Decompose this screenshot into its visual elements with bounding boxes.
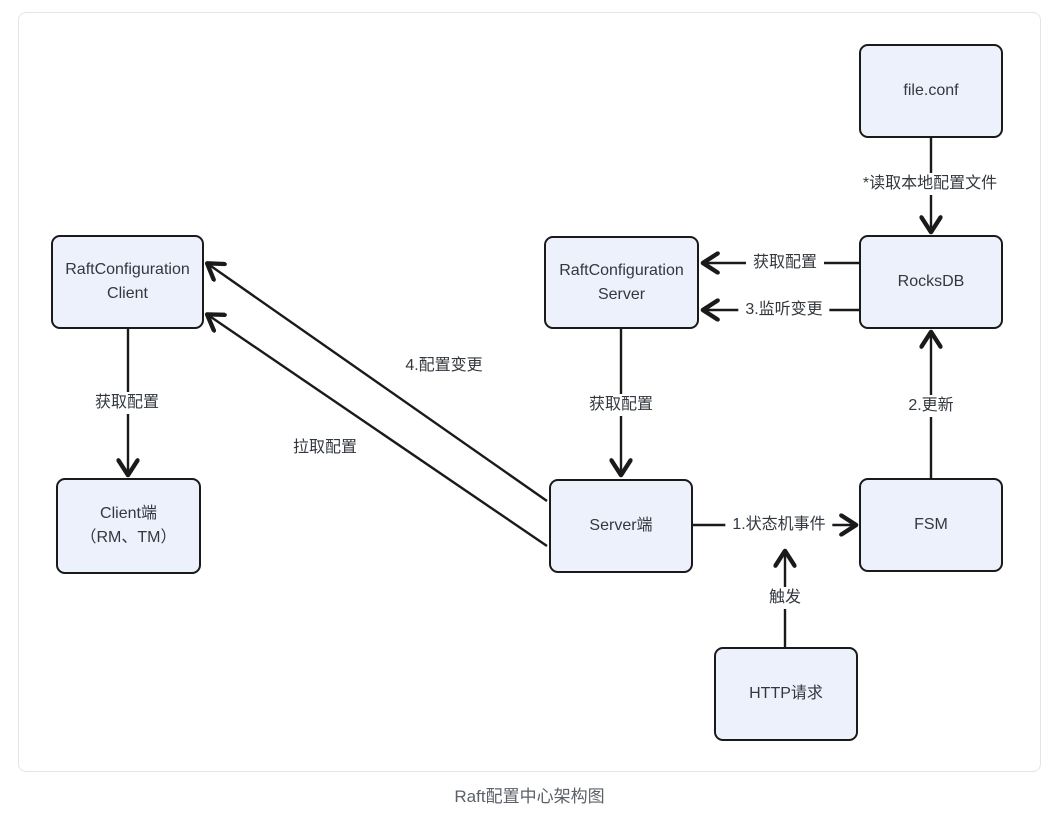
node-client-side: Client端 （RM、TM）	[56, 478, 201, 574]
arrow-serverside-to-raftclient-pull	[208, 315, 548, 547]
node-rocksdb-label: RocksDB	[897, 273, 965, 290]
diagram-caption: Raft配置中心架构图	[454, 787, 605, 806]
edge-label-trigger: 触发	[761, 587, 809, 609]
node-http-request-label: HTTP请求	[749, 685, 823, 702]
node-server-side-label: Server端	[589, 517, 653, 534]
edge-label-listen-change: 3.监听变更	[738, 299, 830, 321]
node-rocksdb: RocksDB	[859, 235, 1003, 329]
node-client-side-label-line2: （RM、TM）	[80, 529, 177, 546]
node-fsm: FSM	[859, 478, 1003, 572]
edge-label-get-config-server: 获取配置	[581, 394, 661, 416]
node-file-conf-label: file.conf	[903, 82, 959, 99]
edge-label-get-config-rocksdb: 获取配置	[745, 252, 825, 274]
edge-label-pull-config: 拉取配置	[285, 437, 365, 459]
edge-label-update: 2.更新	[901, 395, 961, 417]
node-raft-client-label-line2: Client	[107, 285, 148, 302]
diagram-canvas: file.conf RocksDB RaftConfiguration Serv…	[18, 12, 1041, 772]
node-file-conf: file.conf	[859, 44, 1003, 138]
node-raft-client-label-line1: RaftConfiguration	[65, 261, 190, 278]
node-server-side: Server端	[549, 479, 693, 573]
node-raft-configuration-client: RaftConfiguration Client	[51, 235, 204, 329]
edge-label-get-config-client: 获取配置	[87, 392, 167, 414]
node-raft-server-label-line2: Server	[597, 285, 646, 303]
node-raft-server-label-line1: RaftConfiguration	[559, 261, 684, 279]
node-http-request: HTTP请求	[714, 647, 858, 741]
node-fsm-label: FSM	[914, 516, 948, 533]
node-raft-configuration-server: RaftConfiguration Server	[544, 236, 699, 329]
edge-label-config-change: 4.配置变更	[398, 355, 490, 377]
edge-label-read-local-config: *读取本地配置文件	[855, 173, 1005, 195]
node-client-side-label-line1: Client端	[100, 505, 157, 522]
arrow-serverside-to-raftclient-configchange	[208, 264, 548, 502]
edge-label-state-machine-event: 1.状态机事件	[725, 514, 833, 536]
